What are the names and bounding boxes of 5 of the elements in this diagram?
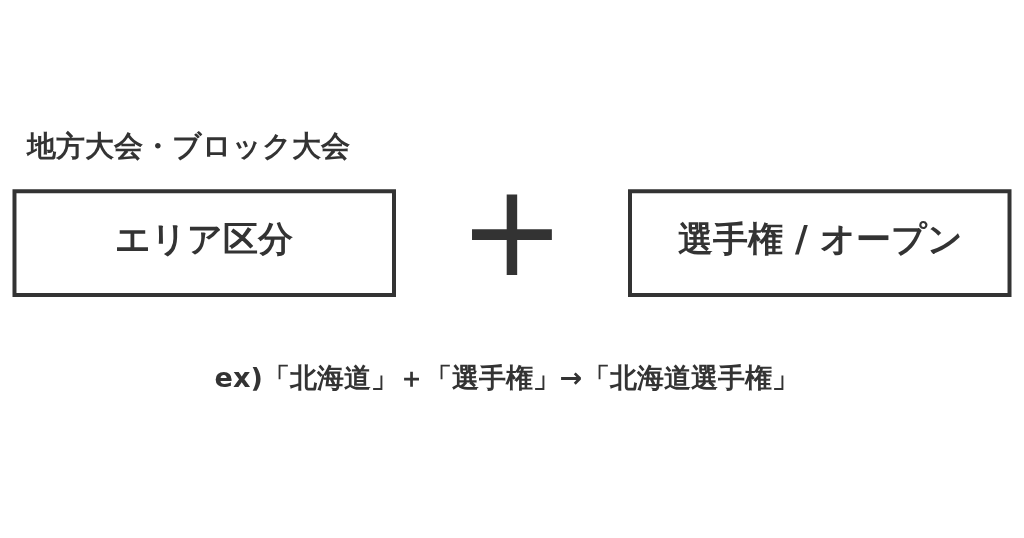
label: ex)「北海道」＋「選手権」→「北海道選手権」	[214, 361, 799, 393]
node-box: 選手権 / オープン	[628, 188, 1012, 297]
label: +	[458, 156, 566, 305]
diagram-title: 地方大会・ブロック大会	[27, 128, 351, 163]
node-box: エリア区分	[12, 188, 396, 297]
